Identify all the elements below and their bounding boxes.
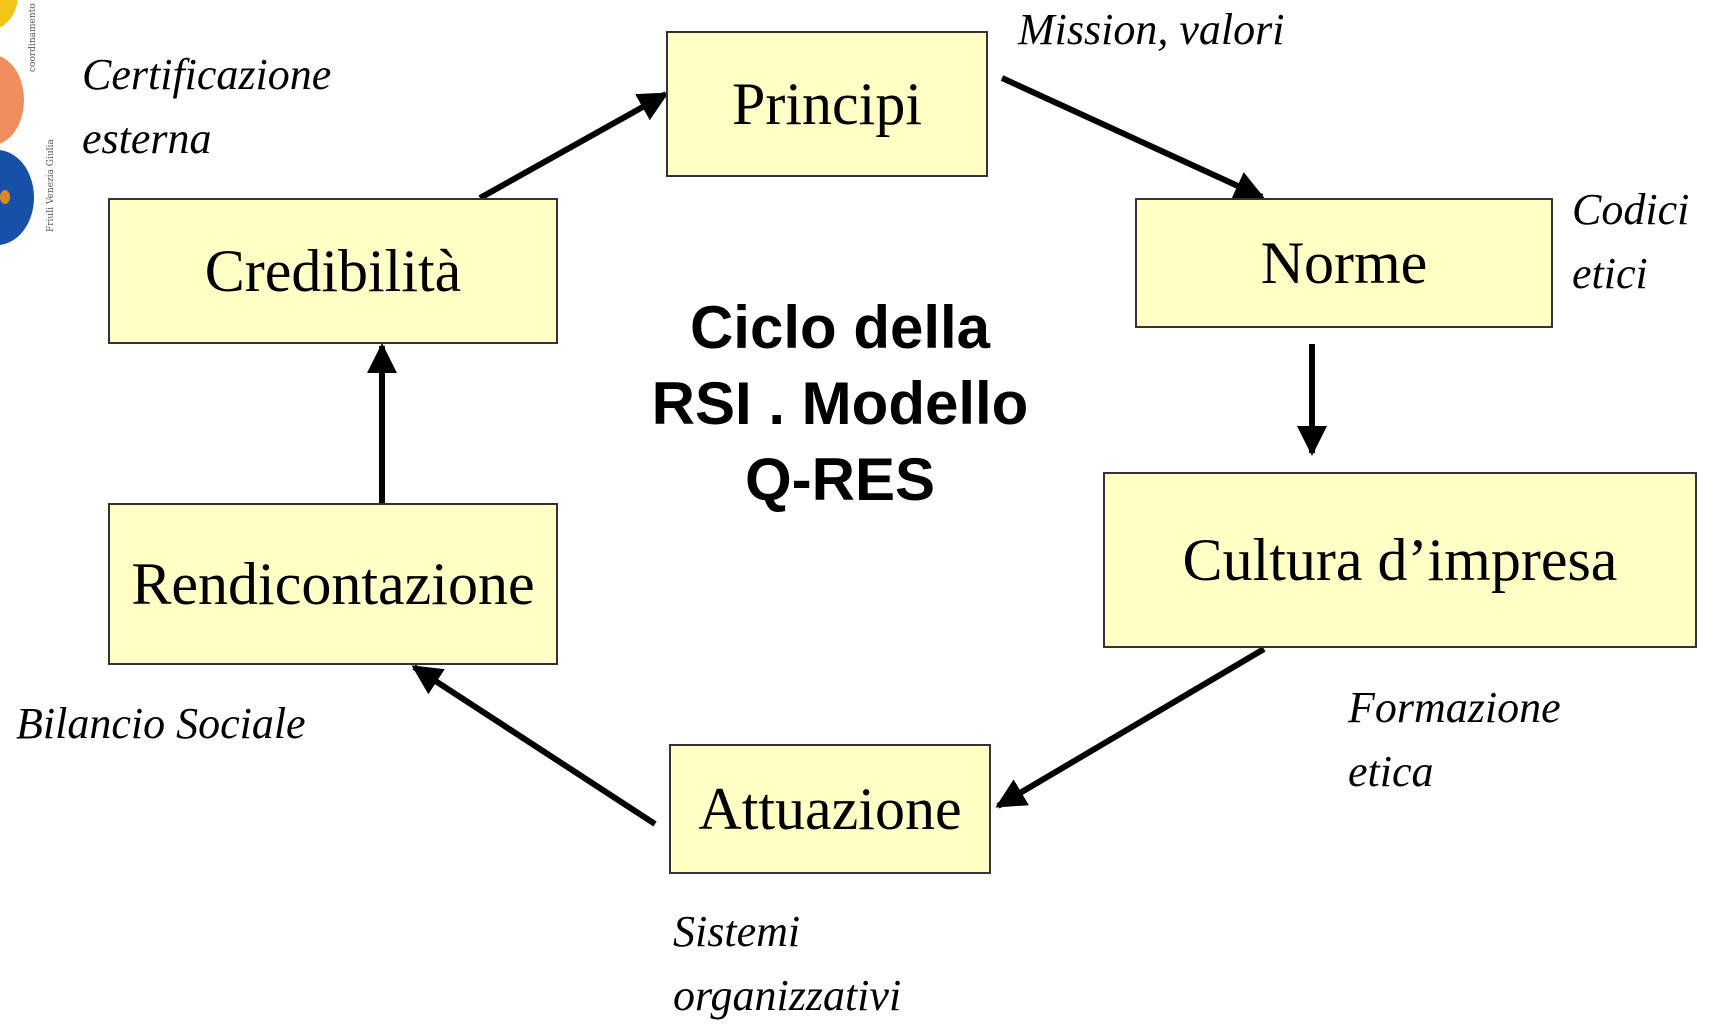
note-certificazione-esterna: Certificazione esterna: [82, 50, 332, 163]
diagram-title: Ciclo della RSI . Modello Q-RES: [520, 290, 1160, 518]
arrow-principi-to-norme: [1000, 75, 1265, 200]
note-formazione-etica: Formazione etica: [1348, 683, 1561, 796]
note-sistemi-organizzativi: Sistemi organizzativi: [673, 907, 902, 1020]
box-norme: Norme: [1135, 198, 1553, 328]
title-line-1: Ciclo della: [689, 294, 991, 361]
box-rendicontazione: Rendicontazione: [108, 503, 558, 665]
arrow-cultura-to-attuazione: [995, 646, 1266, 809]
note-codici-etici: Codici etici: [1572, 185, 1690, 298]
title-line-2: RSI . Modello: [651, 370, 1029, 437]
logo: coordinamento Friuli Venezia Giulia: [0, 0, 90, 290]
arrow-attuazione-to-rendicontazione: [411, 664, 657, 827]
box-attuazione: Attuazione: [669, 744, 991, 874]
arrow-credibilita-to-principi: [478, 91, 669, 201]
note-mission-valori: Mission, valori: [1018, 5, 1285, 54]
note-bilancio-sociale: Bilancio Sociale: [16, 699, 306, 748]
title-line-3: Q-RES: [744, 446, 936, 513]
box-cultura-impresa: Cultura d’impresa: [1103, 472, 1697, 648]
box-principi: Principi: [666, 31, 988, 177]
box-credibilita: Credibilità: [108, 198, 558, 344]
